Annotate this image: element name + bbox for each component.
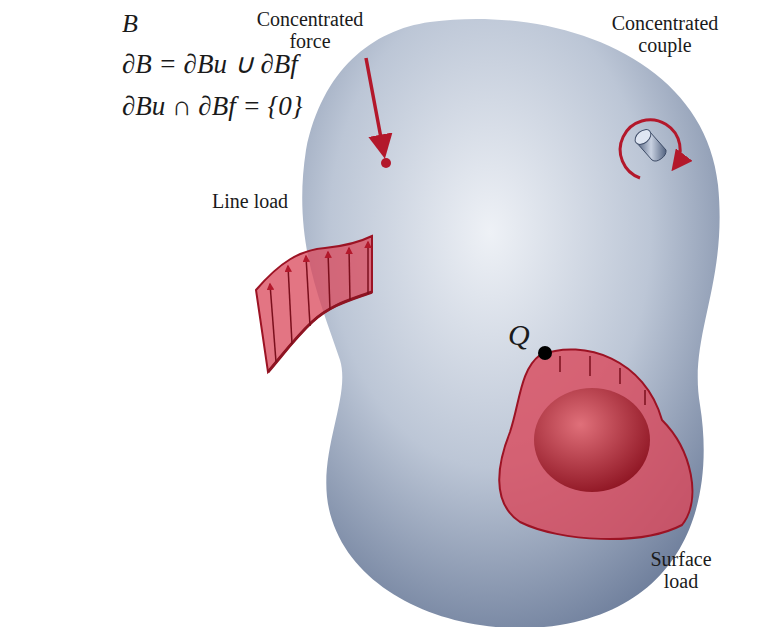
load-label: Concentrated couple bbox=[600, 12, 730, 56]
body-symbol: B bbox=[122, 10, 138, 39]
couple-symbol bbox=[620, 120, 680, 178]
force-point bbox=[381, 158, 391, 168]
load-label: Concentrated force bbox=[245, 8, 375, 52]
point-label: Q bbox=[508, 318, 530, 351]
body-outline bbox=[302, 19, 719, 627]
boundary-equation: ∂B = ∂Bu ∪ ∂Bf bbox=[122, 50, 298, 80]
line-load bbox=[256, 236, 372, 372]
load-label: Line load bbox=[212, 190, 288, 212]
load-label: Surface load bbox=[636, 548, 726, 592]
surface-load bbox=[499, 346, 692, 539]
point-q bbox=[538, 346, 552, 360]
boundary-equation: ∂Bu ∩ ∂Bf = {0} bbox=[122, 92, 302, 122]
force-arrow bbox=[366, 58, 384, 154]
